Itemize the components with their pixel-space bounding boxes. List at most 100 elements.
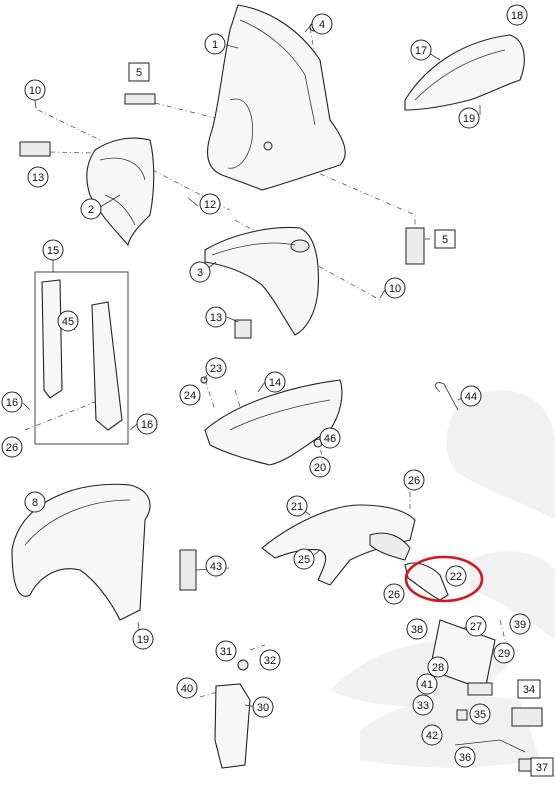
part-cable-tie (435, 382, 459, 411)
callout-24-label: 24 (184, 390, 196, 402)
callout-31-label: 31 (220, 646, 232, 658)
part-rear-fender (404, 34, 525, 111)
callout-13-top[interactable]: 13 (27, 166, 49, 188)
callout-26-left[interactable]: 26 (1, 436, 23, 458)
callout-28[interactable]: 28 (427, 656, 449, 678)
callout-26-bottom-label: 26 (388, 589, 400, 601)
callout-2[interactable]: 2 (80, 198, 102, 220)
callout-14[interactable]: 14 (264, 371, 286, 393)
callout-39[interactable]: 39 (509, 613, 531, 635)
callout-18[interactable]: 18 (506, 4, 528, 26)
callout-5-top[interactable]: 5 (128, 62, 150, 82)
callout-13-mid[interactable]: 13 (205, 306, 227, 328)
callout-1-label: 1 (212, 39, 218, 51)
callout-41-label: 41 (421, 679, 433, 691)
callout-19-top[interactable]: 19 (458, 107, 480, 129)
callout-16-left-label: 16 (6, 397, 18, 409)
part-reflector (179, 549, 197, 591)
callout-43-label: 43 (210, 561, 222, 573)
part-headlight-surround (86, 137, 155, 247)
callout-31[interactable]: 31 (215, 640, 237, 662)
part-fork-guards (34, 271, 129, 445)
callout-25[interactable]: 25 (293, 548, 315, 570)
callout-45-label: 45 (62, 316, 74, 328)
highlight-ellipse (404, 555, 484, 603)
callout-44[interactable]: 44 (460, 385, 482, 407)
callout-19-bottom[interactable]: 19 (132, 628, 154, 650)
callout-23[interactable]: 23 (205, 357, 227, 379)
callout-16-left[interactable]: 16 (1, 391, 23, 413)
callout-24[interactable]: 24 (179, 384, 201, 406)
callout-29-label: 29 (498, 648, 510, 660)
callout-27[interactable]: 27 (465, 615, 487, 637)
callout-13-top-label: 13 (32, 172, 44, 184)
callout-32[interactable]: 32 (259, 649, 281, 671)
callout-10-mid-label: 10 (389, 283, 401, 295)
callout-30-label: 30 (257, 702, 269, 714)
callout-33[interactable]: 33 (412, 694, 434, 716)
callout-21[interactable]: 21 (286, 495, 308, 517)
callout-1[interactable]: 1 (204, 33, 226, 55)
callout-5-top-label: 5 (136, 67, 142, 79)
callout-38[interactable]: 38 (406, 618, 428, 640)
callout-22[interactable]: 22 (445, 565, 467, 587)
callout-10-top[interactable]: 10 (24, 79, 46, 101)
callout-19-bottom-label: 19 (137, 634, 149, 646)
callout-40[interactable]: 40 (176, 677, 198, 699)
callout-17[interactable]: 17 (410, 39, 432, 61)
callout-12-label: 12 (204, 199, 216, 211)
callout-26-mid[interactable]: 26 (403, 469, 425, 491)
part-front-number-plate (204, 379, 343, 466)
callout-37[interactable]: 37 (530, 757, 554, 777)
callout-37-label: 37 (536, 762, 548, 774)
callout-14-label: 14 (269, 377, 281, 389)
callout-43[interactable]: 43 (205, 555, 227, 577)
part-rear-subframe (261, 504, 416, 586)
part-front-fender (11, 483, 151, 621)
callout-22-label: 22 (450, 571, 462, 583)
callout-8-label: 8 (32, 497, 38, 509)
callout-4[interactable]: 4 (311, 13, 333, 35)
callout-40-label: 40 (181, 683, 193, 695)
callout-42[interactable]: 42 (421, 724, 443, 746)
part-side-cover (204, 226, 319, 336)
callout-39-label: 39 (514, 619, 526, 631)
hardware-pieces (19, 22, 425, 671)
callout-36[interactable]: 36 (454, 746, 476, 768)
callout-33-label: 33 (417, 700, 429, 712)
callout-32-label: 32 (264, 655, 276, 667)
callout-36-label: 36 (459, 752, 471, 764)
callout-12[interactable]: 12 (199, 193, 221, 215)
callout-34[interactable]: 34 (517, 679, 541, 699)
callout-21-label: 21 (291, 501, 303, 513)
callout-26-mid-label: 26 (408, 475, 420, 487)
callout-20[interactable]: 20 (309, 456, 331, 478)
callout-2-label: 2 (88, 204, 94, 216)
callout-19-top-label: 19 (463, 113, 475, 125)
callout-16-right[interactable]: 16 (136, 413, 158, 435)
callout-46[interactable]: 46 (319, 427, 341, 449)
callout-41[interactable]: 41 (416, 673, 438, 695)
callout-45[interactable]: 45 (57, 310, 79, 332)
callout-5-right[interactable]: 5 (434, 229, 456, 249)
callout-29[interactable]: 29 (493, 642, 515, 664)
callout-34-label: 34 (523, 684, 535, 696)
callout-15[interactable]: 15 (42, 239, 64, 261)
callout-18-label: 18 (511, 10, 523, 22)
callout-35[interactable]: 35 (469, 703, 491, 725)
callout-23-label: 23 (210, 363, 222, 375)
callout-28-label: 28 (432, 662, 444, 674)
callout-5-right-label: 5 (442, 234, 448, 246)
callout-3[interactable]: 3 (189, 261, 211, 283)
callout-8[interactable]: 8 (24, 491, 46, 513)
callout-30[interactable]: 30 (252, 696, 274, 718)
callout-46-label: 46 (324, 433, 336, 445)
callout-26-bottom[interactable]: 26 (383, 583, 405, 605)
callout-13-mid-label: 13 (210, 312, 222, 324)
callout-10-mid[interactable]: 10 (384, 277, 406, 299)
callout-17-label: 17 (415, 45, 427, 57)
callout-15-label: 15 (47, 245, 59, 257)
callout-35-label: 35 (474, 709, 486, 721)
part-lower-cover (214, 683, 251, 769)
